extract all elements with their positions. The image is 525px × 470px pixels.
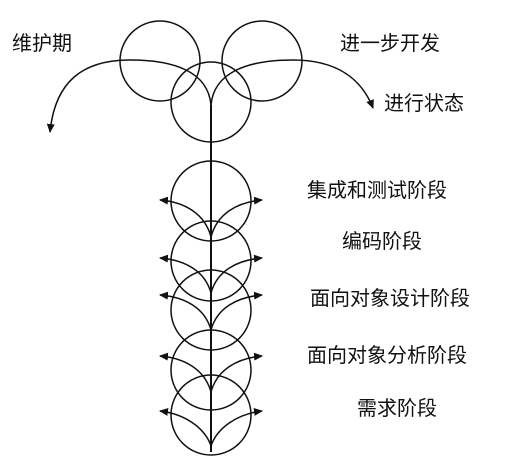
label-further-development: 进一步开发 (340, 31, 440, 55)
iteration-arrows-oo-design (159, 291, 263, 331)
label-oo-analysis-phase: 面向对象分析阶段 (307, 343, 467, 367)
iteration-arrows-integration-test (159, 196, 263, 238)
iteration-arrows-requirements (159, 407, 263, 447)
label-maintenance: 维护期 (12, 31, 72, 55)
top-circle-left (119, 20, 201, 102)
iteration-arrows-coding (159, 254, 263, 294)
label-coding-phase: 编码阶段 (342, 229, 422, 253)
fountain-spray-right (210, 59, 374, 109)
fountain-spray-left (46, 59, 212, 133)
label-oo-design-phase: 面向对象设计阶段 (310, 286, 470, 310)
label-requirements-phase: 需求阶段 (357, 396, 437, 420)
label-integration-test-phase: 集成和测试阶段 (307, 178, 447, 202)
label-in-progress: 进行状态 (384, 91, 464, 115)
iteration-arrows-oo-analysis (159, 352, 263, 393)
top-circle-right (221, 20, 303, 102)
